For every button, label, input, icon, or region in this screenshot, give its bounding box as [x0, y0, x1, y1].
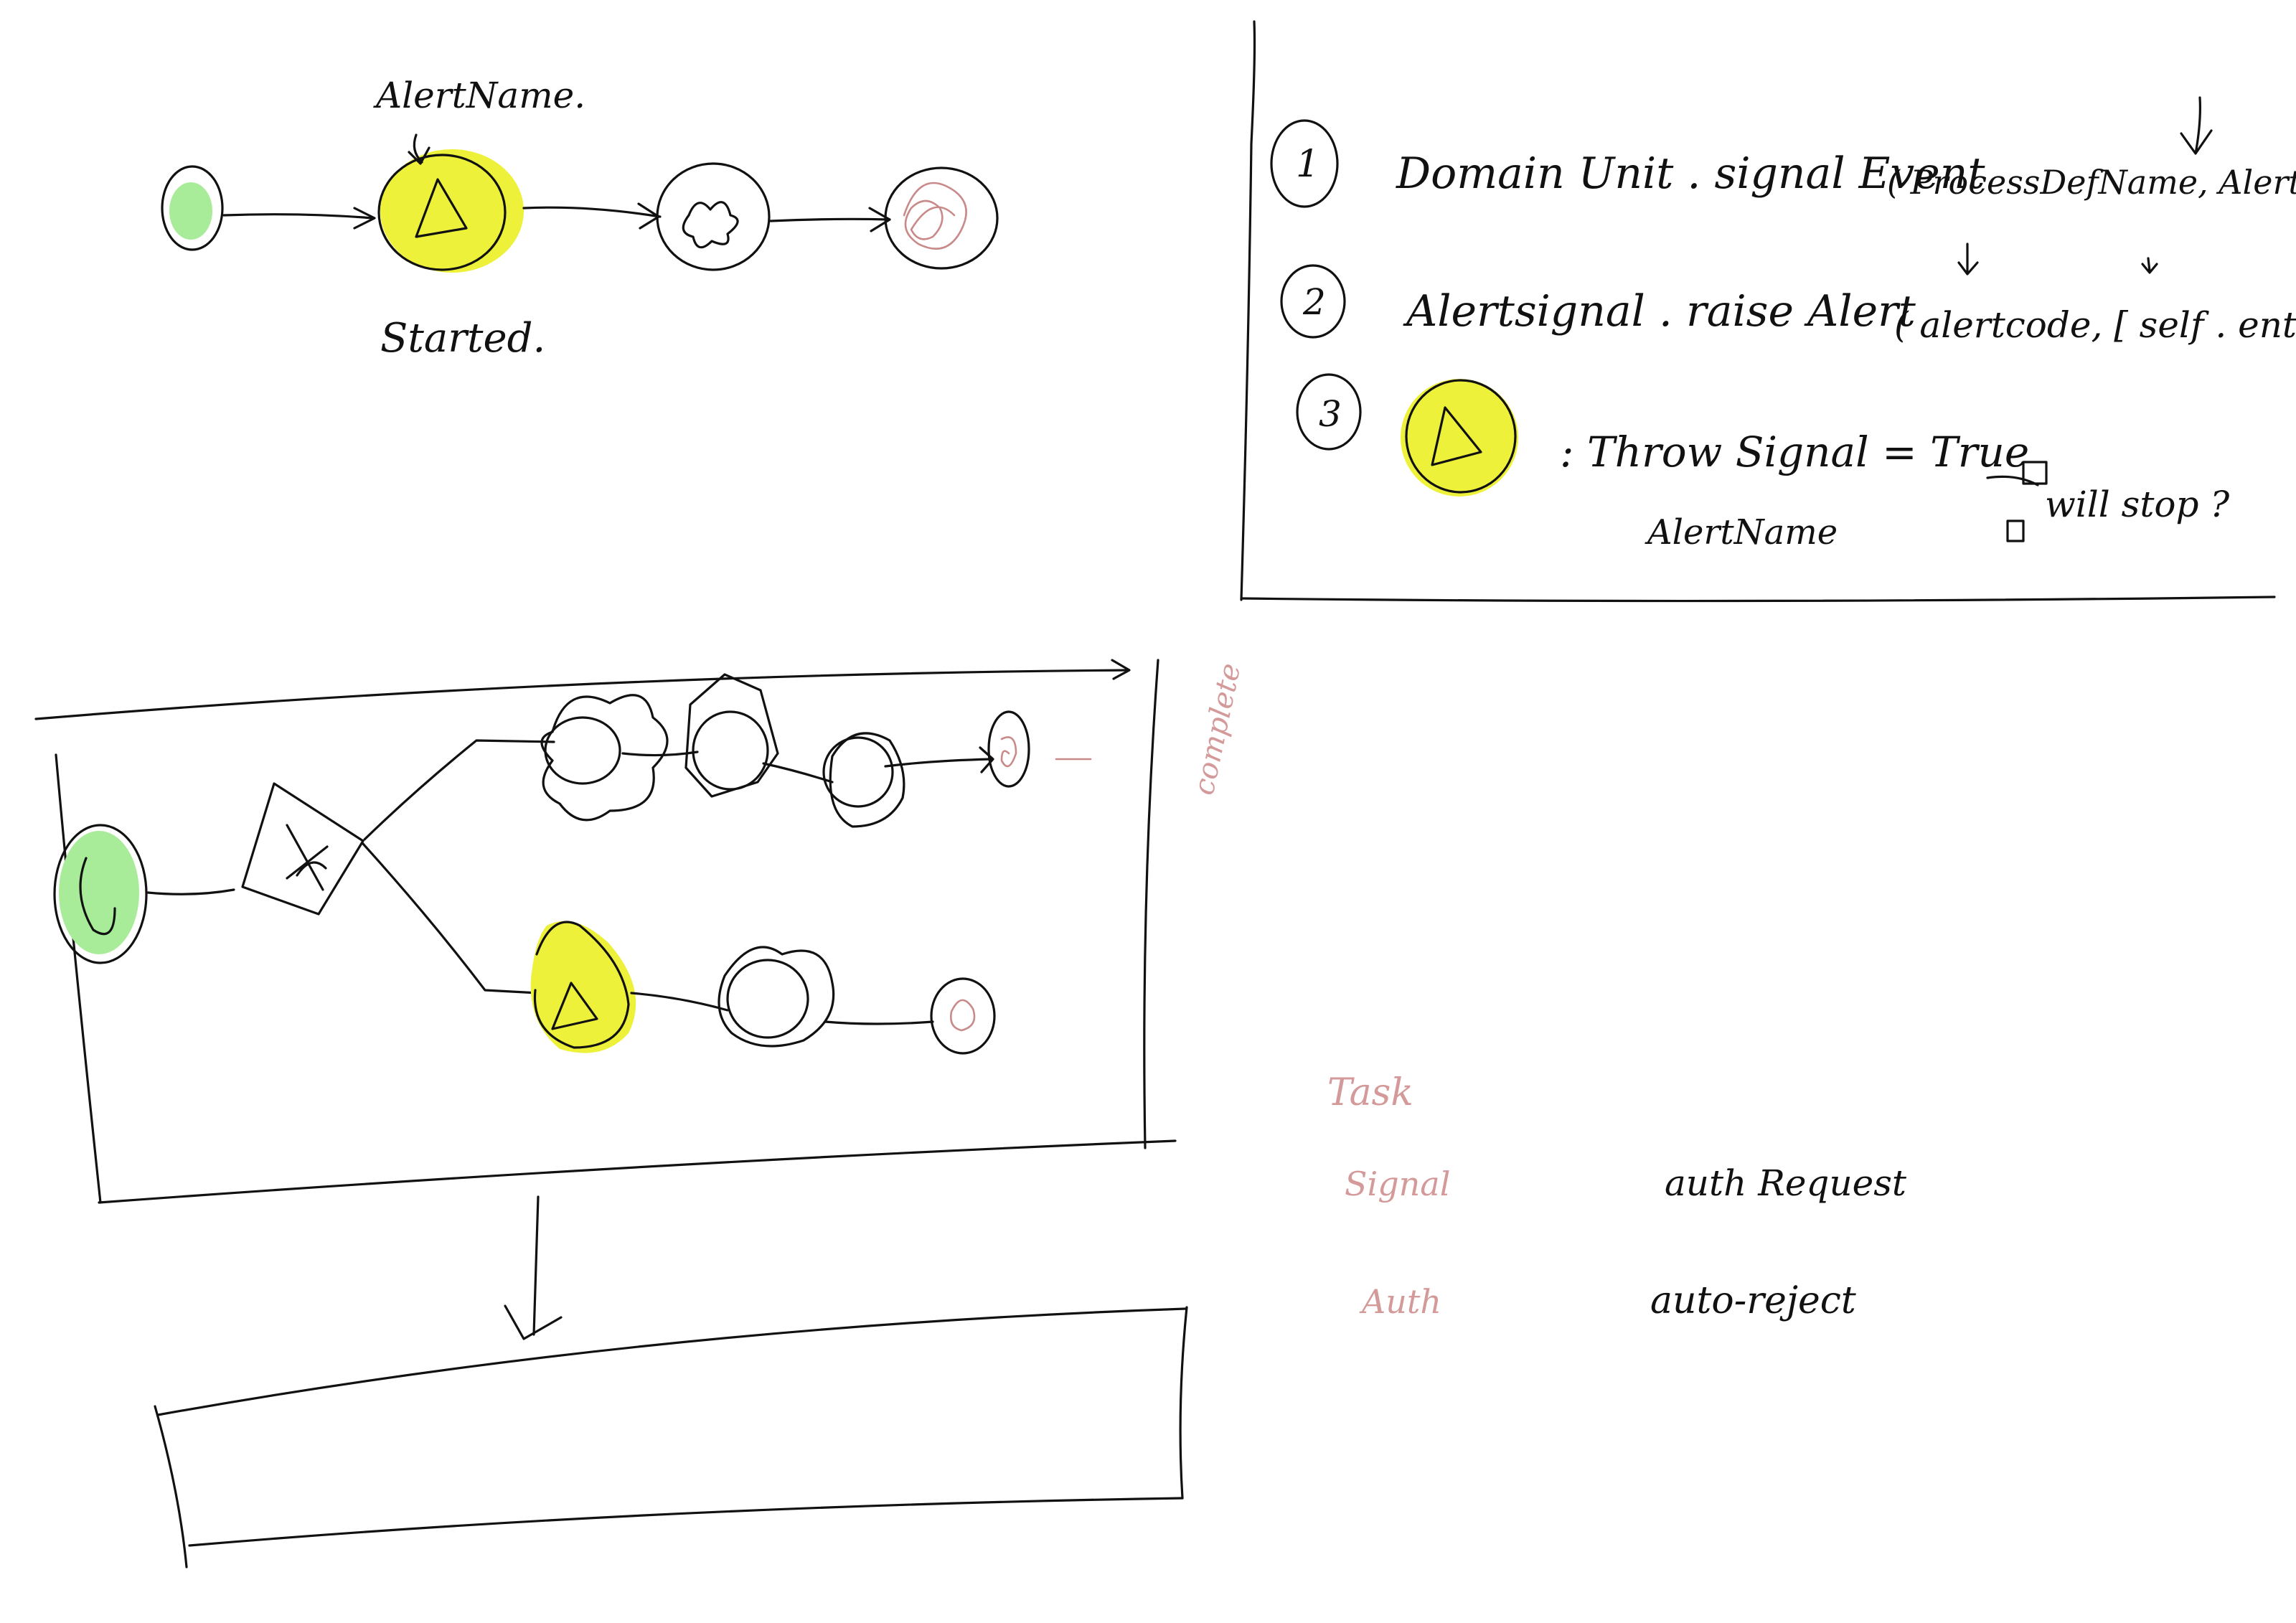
down-arrow-icon	[408, 133, 430, 165]
down-arrow-icon	[2141, 257, 2158, 274]
checkbox-icon	[1986, 461, 2048, 486]
end-scribble	[903, 182, 967, 250]
connector-line	[824, 1020, 934, 1025]
step-1-text: Domain Unit . signal Event	[1396, 149, 1985, 199]
step-3-text: : Throw Signal = True	[1560, 428, 2029, 476]
task-node	[656, 162, 771, 271]
process-box: complete	[34, 659, 1248, 1340]
gear-icon	[682, 201, 739, 249]
arrow-head	[353, 207, 376, 230]
complete-label: complete	[1187, 660, 1248, 798]
lower-box-top-edge	[156, 1307, 1187, 1416]
down-arrow-icon	[2180, 96, 2213, 155]
legend: Task Signal auth Request Auth auto-rejec…	[1327, 1071, 1907, 1322]
connector-arrow	[522, 206, 662, 218]
signal-event-yellow	[530, 921, 636, 1053]
arrow-head	[637, 202, 660, 230]
arrow-head	[504, 1304, 563, 1340]
connector-arrow	[769, 217, 891, 222]
connector-arrow	[222, 213, 375, 220]
step-2-circle	[1280, 264, 1346, 339]
task-node	[540, 694, 669, 822]
step-3-number: 3	[1319, 393, 1342, 435]
notes-box-bottom-edge	[1240, 596, 2276, 603]
legend-key-task: Task	[1327, 1071, 1413, 1114]
connector-arrow	[884, 758, 993, 768]
down-arrow-icon	[1957, 243, 1979, 276]
end-event	[930, 977, 996, 1055]
connector-line	[146, 888, 235, 895]
start-event	[161, 165, 224, 251]
connector-line	[630, 992, 729, 1012]
step-1-number: 1	[1296, 143, 1319, 186]
checkbox-icon	[2006, 519, 2025, 542]
process-box-right-edge	[1143, 659, 1159, 1149]
task-node	[822, 732, 905, 828]
end-event	[987, 710, 1030, 788]
triangle-icon	[1431, 406, 1482, 466]
alert-name-label: AlertName.	[373, 75, 585, 116]
triangle-icon	[415, 178, 468, 238]
arrow-head	[979, 746, 994, 773]
arrow-head	[868, 207, 891, 232]
connector-line	[621, 751, 699, 757]
top-flow: AlertName. Started.	[161, 75, 999, 362]
step-2-args: ( alertcode, [ self . entity...	[1894, 304, 2296, 346]
step-2-number: 2	[1302, 281, 1326, 323]
connector-line	[363, 739, 555, 841]
end-event	[884, 166, 999, 270]
legend-key-signal: Signal	[1345, 1165, 1450, 1203]
arrow-head	[1111, 659, 1131, 680]
process-box-bottom-edge	[98, 1139, 1177, 1204]
lower-box-left-edge	[154, 1405, 188, 1568]
notes-box-left-edge	[1240, 20, 1256, 601]
triangle-icon	[551, 982, 598, 1030]
lower-box-right-edge	[1179, 1306, 1188, 1500]
signal-event-yellow-legend	[1401, 379, 1518, 497]
step-1-args: ( ProcessDefName, Alert )	[1887, 163, 2296, 202]
connector-line	[362, 842, 540, 994]
legend-key-auth: Auth	[1359, 1282, 1441, 1321]
legend-value-auth: auto-reject	[1650, 1279, 1856, 1322]
connector-arrow	[532, 1195, 540, 1336]
process-box-left-edge	[55, 753, 102, 1204]
started-label: Started.	[380, 315, 545, 362]
gateway-node	[241, 782, 364, 916]
step-3-circle	[1296, 373, 1362, 451]
step-1-circle	[1270, 119, 1339, 208]
legend-value-signal: auth Request	[1665, 1162, 1907, 1204]
signal-event-yellow	[377, 149, 524, 273]
connector-line	[762, 762, 834, 784]
start-event	[53, 824, 148, 964]
lower-box-bottom-edge	[188, 1497, 1184, 1547]
start-scribble	[79, 857, 116, 936]
task-node	[684, 673, 779, 798]
step-3-sub: AlertName	[1645, 512, 1838, 552]
task-node	[718, 946, 835, 1048]
step-2-text: Alertsignal . raise Alert	[1403, 286, 1916, 337]
x-icon	[286, 824, 329, 891]
notes-box: 1 Domain Unit . signal Event ( ProcessDe…	[1240, 20, 2296, 603]
lower-box	[154, 1306, 1188, 1568]
step-3-aside: will stop ?	[2045, 484, 2230, 525]
process-box-top-edge	[34, 669, 1129, 720]
